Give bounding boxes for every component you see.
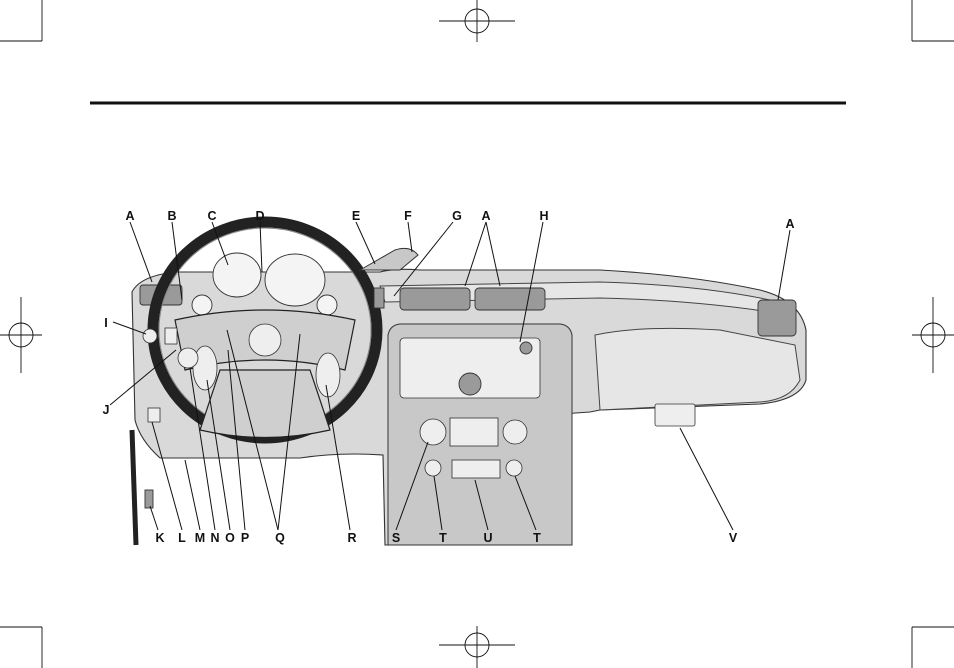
callout-f: F	[404, 209, 412, 223]
callout-e: E	[352, 209, 360, 223]
small-gauge-right	[317, 295, 337, 315]
callout-t-right: T	[533, 531, 541, 545]
callout-s: S	[392, 531, 400, 545]
callout-t-left: T	[439, 531, 447, 545]
callout-l: L	[178, 531, 186, 545]
callout-q: Q	[275, 531, 285, 545]
parking-brake-release	[145, 490, 153, 508]
callout-r: R	[347, 531, 356, 545]
callout-b: B	[167, 209, 176, 223]
hood-release	[148, 408, 160, 422]
callout-g: G	[452, 209, 462, 223]
small-gauge-left	[192, 295, 212, 315]
callout-a-left: A	[125, 209, 134, 223]
radio-right-knob	[520, 342, 532, 354]
callout-a-center: A	[481, 209, 490, 223]
callout-i: I	[104, 316, 107, 330]
rear-knob-left	[425, 460, 441, 476]
registration-mark-left	[0, 297, 42, 373]
callout-u: U	[483, 531, 492, 545]
callout-v: V	[729, 531, 738, 545]
callout-d: D	[255, 209, 264, 223]
callout-p: P	[241, 531, 249, 545]
callout-j: J	[103, 403, 110, 417]
climate-knob-main	[420, 419, 446, 445]
glove-box-latch	[655, 404, 695, 426]
rearview-mirror-arm	[360, 248, 418, 270]
center-vent-right	[475, 288, 545, 310]
tachometer	[213, 253, 261, 297]
climate-temp-dial	[503, 420, 527, 444]
left-knob	[178, 348, 198, 368]
radio-knob	[459, 373, 481, 395]
callout-a-right: A	[785, 217, 794, 231]
callout-c: C	[207, 209, 216, 223]
registration-mark-top	[439, 0, 515, 42]
callout-k: K	[155, 531, 164, 545]
callout-o: O	[225, 531, 235, 545]
glove-box	[595, 328, 800, 410]
rear-panel-center	[452, 460, 500, 478]
headlamp-switch	[143, 329, 157, 343]
callout-h: H	[539, 209, 548, 223]
dashboard-illustration	[132, 222, 806, 545]
right-outer-vent	[758, 300, 796, 336]
callout-n: N	[210, 531, 219, 545]
steering-wheel	[153, 222, 377, 438]
hazard-switch	[374, 288, 384, 308]
left-pillar	[132, 430, 136, 545]
dimmer-control	[165, 328, 177, 344]
rear-knob-right	[506, 460, 522, 476]
speedometer	[265, 254, 325, 306]
right-wheel-controls	[316, 353, 340, 397]
registration-mark-right	[912, 297, 954, 373]
climate-buttons	[450, 418, 498, 446]
registration-mark-bottom	[439, 626, 515, 668]
center-vent-left	[400, 288, 470, 310]
callout-m: M	[195, 531, 205, 545]
